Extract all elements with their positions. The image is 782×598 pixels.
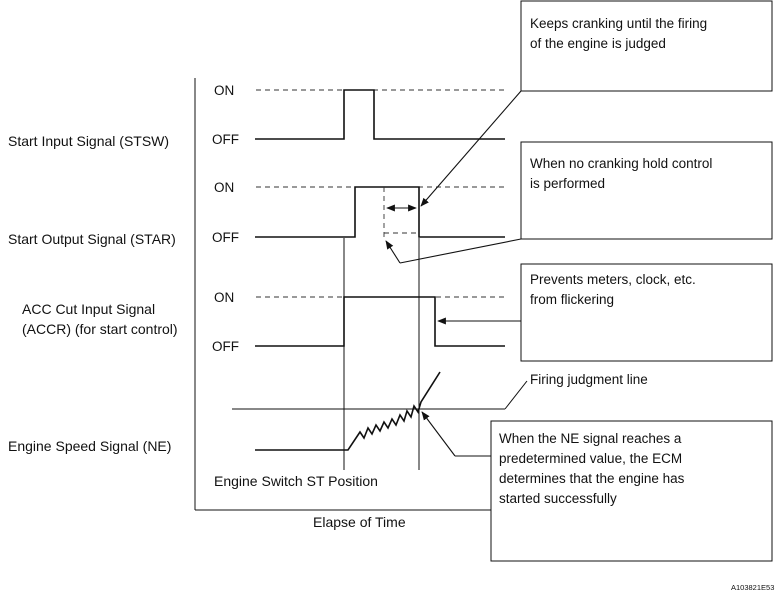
note-cranking-arrow (420, 90, 522, 207)
signal-label-stsw: Start Input Signal (STSW) (8, 133, 169, 149)
firing-judgment-leader (504, 380, 528, 410)
level-off-star: OFF (212, 230, 239, 245)
note-box-cranking (520, 0, 773, 92)
note-no-hold-line2: is performed (530, 176, 605, 191)
signal-label-accr-line1: ACC Cut Input Signal (22, 301, 155, 317)
signal-label-star: Start Output Signal (STAR) (8, 231, 176, 247)
signal-label-accr-line2: (ACCR) (for start control) (22, 321, 178, 337)
firing-judgment-label: Firing judgment line (530, 372, 648, 387)
switch-st-position-label: Engine Switch ST Position (214, 473, 378, 489)
star-waveform (255, 186, 505, 238)
note-meters-line2: from flickering (530, 292, 614, 307)
accr-waveform (255, 296, 505, 347)
note-no-hold-arrow-head (385, 240, 401, 264)
note-ne-line2: predetermined value, the ECM (499, 451, 682, 466)
ne-waveform (255, 371, 441, 451)
note-box-no-hold (520, 141, 773, 240)
level-off-accr: OFF (212, 339, 239, 354)
note-ne-line4: started successfully (499, 491, 617, 506)
stsw-waveform (255, 89, 505, 140)
level-on-star: ON (214, 180, 234, 195)
note-box-ne (490, 420, 773, 562)
note-box-meters (520, 263, 773, 362)
note-meters-line1: Prevents meters, clock, etc. (530, 272, 696, 287)
note-no-hold-line1: When no cranking hold control (530, 156, 712, 171)
note-no-hold-arrow (399, 238, 522, 264)
note-ne-arrow (421, 411, 456, 457)
note-cranking-line2: of the engine is judged (530, 36, 666, 51)
note-ne-line3: determines that the engine has (499, 471, 685, 486)
level-off-stsw: OFF (212, 132, 239, 147)
note-ne-line1: When the NE signal reaches a (499, 431, 682, 446)
note-cranking-line1: Keeps cranking until the firing (530, 16, 707, 31)
level-on-accr: ON (214, 290, 234, 305)
level-on-stsw: ON (214, 83, 234, 98)
x-axis-label: Elapse of Time (313, 514, 406, 530)
signal-label-ne: Engine Speed Signal (NE) (8, 438, 171, 454)
figure-reference-code: A103821E53 (731, 583, 774, 592)
